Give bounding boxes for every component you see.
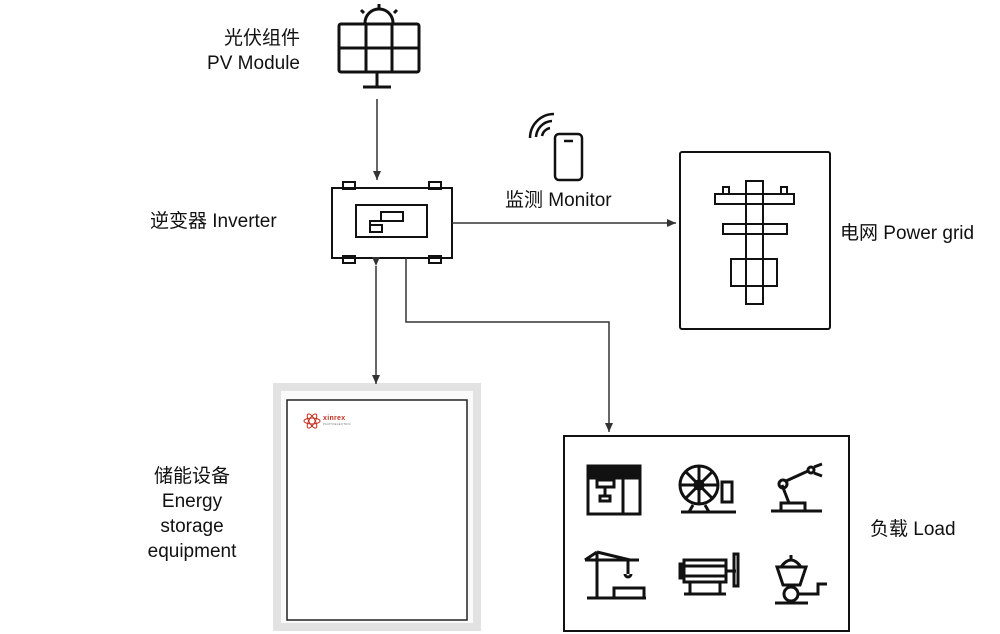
utility-pole-icon [714, 180, 795, 305]
storage-label-line-energy: Energy [161, 491, 223, 512]
monitor-label: 监测 Monitor [505, 190, 612, 211]
pv-module-label: 光伏组件 PV Module [207, 26, 300, 76]
brand-logo-subtext: PHOTOELECTRIC [323, 422, 352, 426]
tower-crane-icon [584, 550, 646, 600]
storage-cabinet-icon [273, 383, 481, 631]
inverter-to-load-arrow [405, 258, 613, 432]
pv-module-label-en: PV Module [207, 53, 300, 74]
load-box [563, 435, 850, 632]
power-grid-label: 电网 Power grid [840, 223, 975, 244]
motor-icon [678, 552, 740, 596]
solar-panel-icon [337, 4, 421, 89]
load-label: 负载 Load [870, 519, 956, 540]
smartphone-wifi-icon [528, 112, 584, 182]
brand-logo-icon [303, 413, 321, 429]
power-grid-box [679, 151, 831, 330]
pv-module-label-zh: 光伏组件 [223, 27, 300, 49]
brand-logo-text: xinrex [323, 415, 346, 422]
inverter-icon [331, 181, 453, 264]
storage-label-line-zh: 储能设备 [153, 466, 230, 487]
robotic-arm-icon [771, 462, 823, 513]
connectors [372, 99, 676, 432]
storage-label-line-storage: storage [160, 516, 224, 537]
storage-label: 储能设备 Energy storage equipment [136, 464, 248, 564]
inverter-label: 逆变器 Inverter [150, 211, 277, 232]
storage-label-line-equipment: equipment [147, 541, 237, 562]
brand-logo: xinrex PHOTOELECTRIC [323, 415, 351, 426]
cnc-machine-icon [586, 464, 642, 516]
cable-drum-machine-icon [678, 464, 736, 514]
cement-mixer-icon [774, 555, 827, 605]
